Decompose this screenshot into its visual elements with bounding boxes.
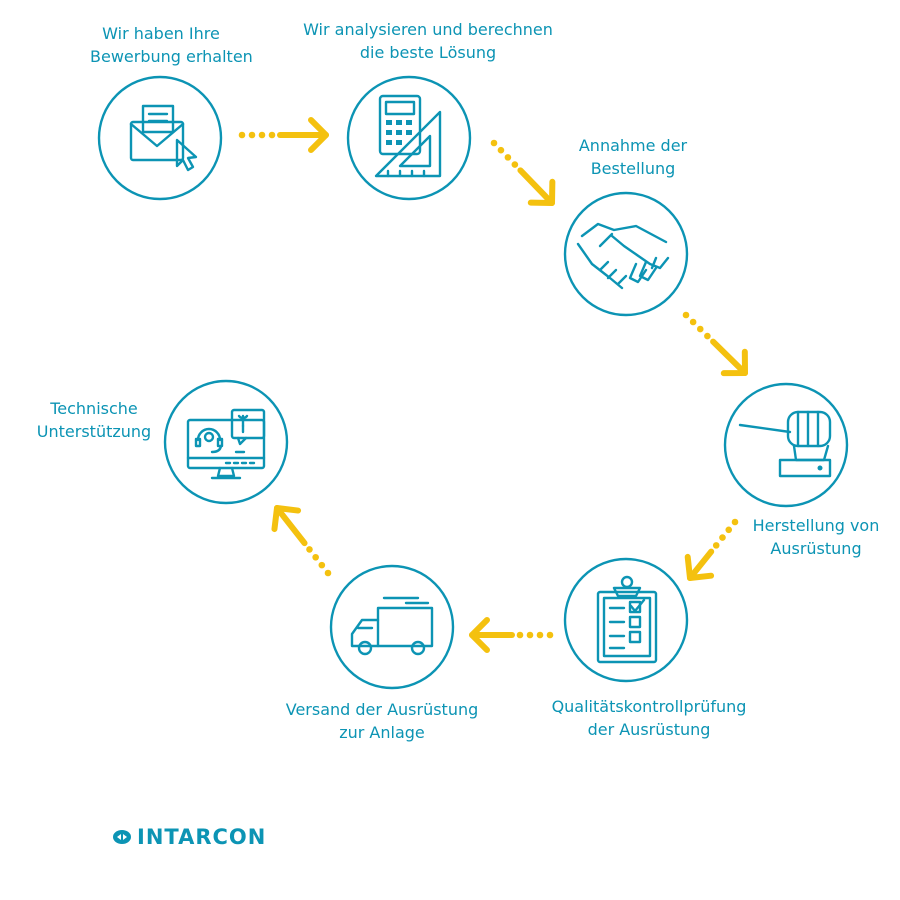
clipboard-checklist-icon (596, 575, 658, 664)
calculator-triangle-icon (374, 94, 442, 178)
step-3-label: Annahme der Bestellung (578, 136, 688, 178)
step-6-label: Versand der Ausrüstung zur Anlage (285, 700, 479, 742)
logo-text: INTARCON (137, 825, 267, 849)
flow-arrow-5 (469, 617, 554, 653)
step-2-node (346, 75, 472, 201)
step-4-label: Herstellung von Ausrüstung (752, 516, 880, 558)
step-5-node (563, 557, 689, 683)
step-4-node (723, 382, 849, 508)
flow-arrow-2 (490, 139, 556, 206)
step-6-node (329, 564, 455, 690)
step-1-label: Wir haben Ihre Bewerbung erhalten (90, 24, 253, 66)
monitor-support-icon (186, 408, 266, 480)
step-1-node (97, 75, 223, 201)
delivery-truck-icon (350, 596, 434, 656)
step-5-label: Qualitätskontrollprüfung der Ausrüstung (551, 697, 747, 739)
step-7-label: Technische Unterstützung (36, 399, 152, 441)
handshake-icon (576, 222, 670, 290)
flow-arrows (238, 117, 748, 653)
step-2-label: Wir analysieren und berechnen die beste … (303, 20, 553, 62)
flow-arrow-3 (682, 311, 748, 377)
envelope-cursor-icon (129, 104, 198, 172)
flow-arrow-4 (684, 518, 739, 581)
flow-arrow-1 (238, 117, 329, 153)
step-7-node (163, 379, 289, 505)
intarcon-logo: INTARCON (112, 825, 266, 849)
intarcon-logo-icon (113, 830, 131, 844)
step-3-node (563, 191, 689, 317)
hand-screwdriver-icon (738, 410, 832, 478)
flow-arrow-6 (271, 505, 332, 577)
